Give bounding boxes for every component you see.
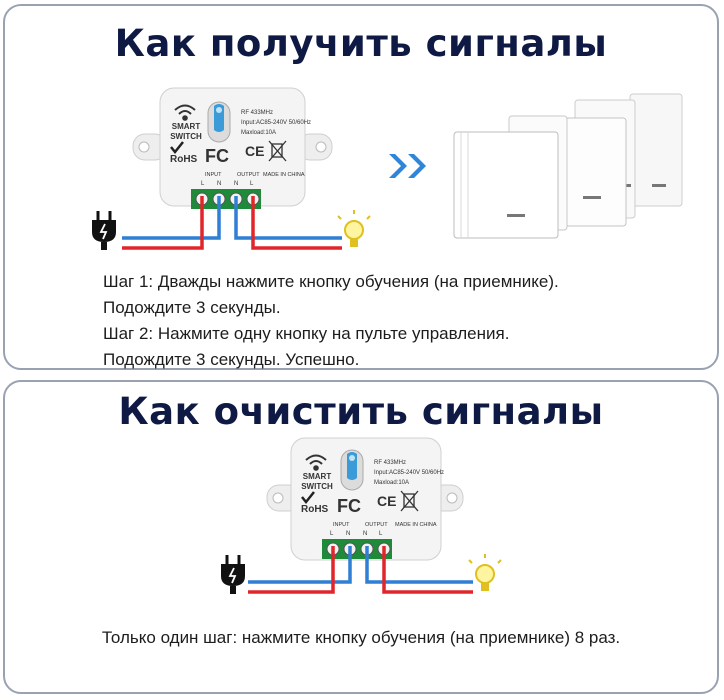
clearing-panel: Как очистить сигналы SMART SWITCH RoHS F… (3, 380, 719, 694)
light-bulb-icon (337, 210, 371, 247)
double-arrow-icon (389, 154, 426, 178)
weee-bin-icon (268, 140, 287, 162)
rohs-label: RoHS (301, 504, 329, 515)
rohs-check-icon (301, 491, 315, 505)
wifi-icon (305, 454, 327, 471)
spec-maxload: Maxload:10A (241, 130, 276, 136)
terminal-block (191, 189, 261, 209)
wiring (248, 546, 473, 594)
hand-pointer-icon (214, 104, 224, 132)
spec-input: Input:AC85-240V 50/60Hz (374, 470, 444, 476)
wiring (122, 196, 342, 250)
input-label: INPUT (205, 172, 222, 178)
wifi-icon (174, 104, 196, 121)
wall-switch-remotes (453, 93, 683, 239)
output-label: OUTPUT (237, 172, 260, 178)
ce-mark: CE (377, 493, 396, 509)
step-line-1: Шаг 1: Дважды нажмите кнопку обучения (н… (103, 272, 559, 291)
step-line-4: Подождите 3 секунды. Успешно. (103, 350, 360, 369)
terminal-l-in: L (201, 181, 205, 187)
terminal-l-in: L (330, 531, 334, 537)
ce-mark: CE (245, 143, 264, 159)
spec-input: Input:AC85-240V 50/60Hz (241, 120, 311, 126)
pairing-steps: Шаг 1: Дважды нажмите кнопку обучения (н… (103, 269, 559, 373)
terminal-l-out: L (379, 531, 383, 537)
output-label: OUTPUT (365, 522, 388, 528)
brand-line1: SMART (303, 472, 332, 481)
brand-line1: SMART (172, 122, 201, 131)
brand-line2: SWITCH (170, 132, 202, 141)
made-in-label: MADE IN CHINA (395, 522, 437, 528)
rohs-label: RoHS (170, 154, 198, 165)
terminal-n-in: N (346, 531, 350, 537)
fc-mark: FC (205, 146, 229, 166)
spec-frequency: RF 433MHz (374, 460, 406, 466)
pairing-title: Как получить сигналы (114, 22, 608, 65)
input-label: INPUT (333, 522, 350, 528)
power-plug-icon (221, 555, 245, 594)
receiver-device: SMART SWITCH RoHS FC RF 433MHz Input:AC8… (266, 437, 464, 561)
rohs-check-icon (170, 141, 184, 155)
hand-pointer-icon (347, 452, 357, 480)
pairing-panel: Как получить сигналы SMART SWITCH RoHS (3, 4, 719, 370)
pairing-diagram: SMART SWITCH RoHS FC RF 433MHz Input:AC8… (92, 87, 683, 250)
terminal-n-in: N (217, 181, 221, 187)
power-plug-icon (92, 211, 116, 250)
receiver-device: SMART SWITCH RoHS FC RF 433MHz Input:AC8… (132, 87, 333, 209)
terminal-block (322, 539, 392, 559)
step-line-2: Подождите 3 секунды. (103, 298, 281, 317)
step-line-3: Шаг 2: Нажмите одну кнопку на пульте упр… (103, 324, 510, 343)
spec-frequency: RF 433MHz (241, 110, 273, 116)
clearing-diagram: SMART SWITCH RoHS FC RF 433MHz Input:AC8… (221, 437, 502, 594)
weee-bin-icon (400, 490, 419, 512)
terminal-n-out: N (234, 181, 238, 187)
made-in-label: MADE IN CHINA (263, 172, 305, 178)
spec-maxload: Maxload:10A (374, 480, 409, 486)
fc-mark: FC (337, 496, 361, 516)
clearing-step: Только один шаг: нажмите кнопку обучения… (101, 628, 621, 647)
light-bulb-icon (468, 554, 502, 591)
terminal-l-out: L (250, 181, 254, 187)
terminal-n-out: N (363, 531, 367, 537)
clearing-title: Как очистить сигналы (118, 390, 604, 433)
brand-line2: SWITCH (301, 482, 333, 491)
